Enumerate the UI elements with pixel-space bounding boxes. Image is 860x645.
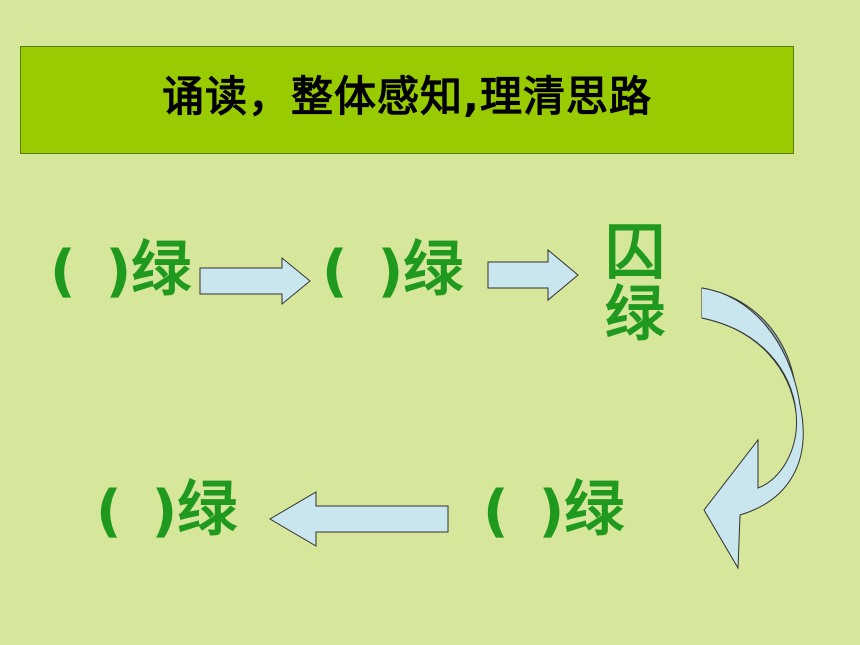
left-arrow-icon: [269, 491, 449, 547]
open-paren: (: [50, 239, 76, 304]
char-lv: 绿: [131, 235, 192, 305]
open-paren: (: [96, 479, 122, 544]
blank-label-bottom-right: ()绿: [483, 480, 624, 540]
blank-label-top-left: ()绿: [50, 240, 191, 300]
char-qiu: 囚: [605, 218, 665, 288]
close-paren: ): [538, 479, 565, 544]
close-paren: ): [151, 479, 178, 544]
qiu-lv-label: 囚 绿: [600, 222, 670, 346]
char-lv: 绿: [403, 235, 464, 305]
close-paren: ): [105, 239, 132, 304]
slide-title: 诵读，整体感知,理清思路: [162, 71, 652, 121]
right-arrow-icon: [487, 248, 579, 302]
open-paren: (: [483, 479, 509, 544]
char-lv: 绿: [605, 280, 665, 350]
blank-label-bottom-left: ()绿: [96, 480, 237, 540]
blank-label-top-middle: ()绿: [322, 240, 463, 300]
char-lv: 绿: [177, 475, 238, 545]
title-box: 诵读，整体感知,理清思路: [20, 46, 794, 154]
right-arrow-icon: [199, 256, 311, 306]
close-paren: ): [377, 239, 404, 304]
curved-down-arrow-icon: [701, 287, 804, 570]
char-lv: 绿: [564, 475, 625, 545]
open-paren: (: [322, 239, 348, 304]
